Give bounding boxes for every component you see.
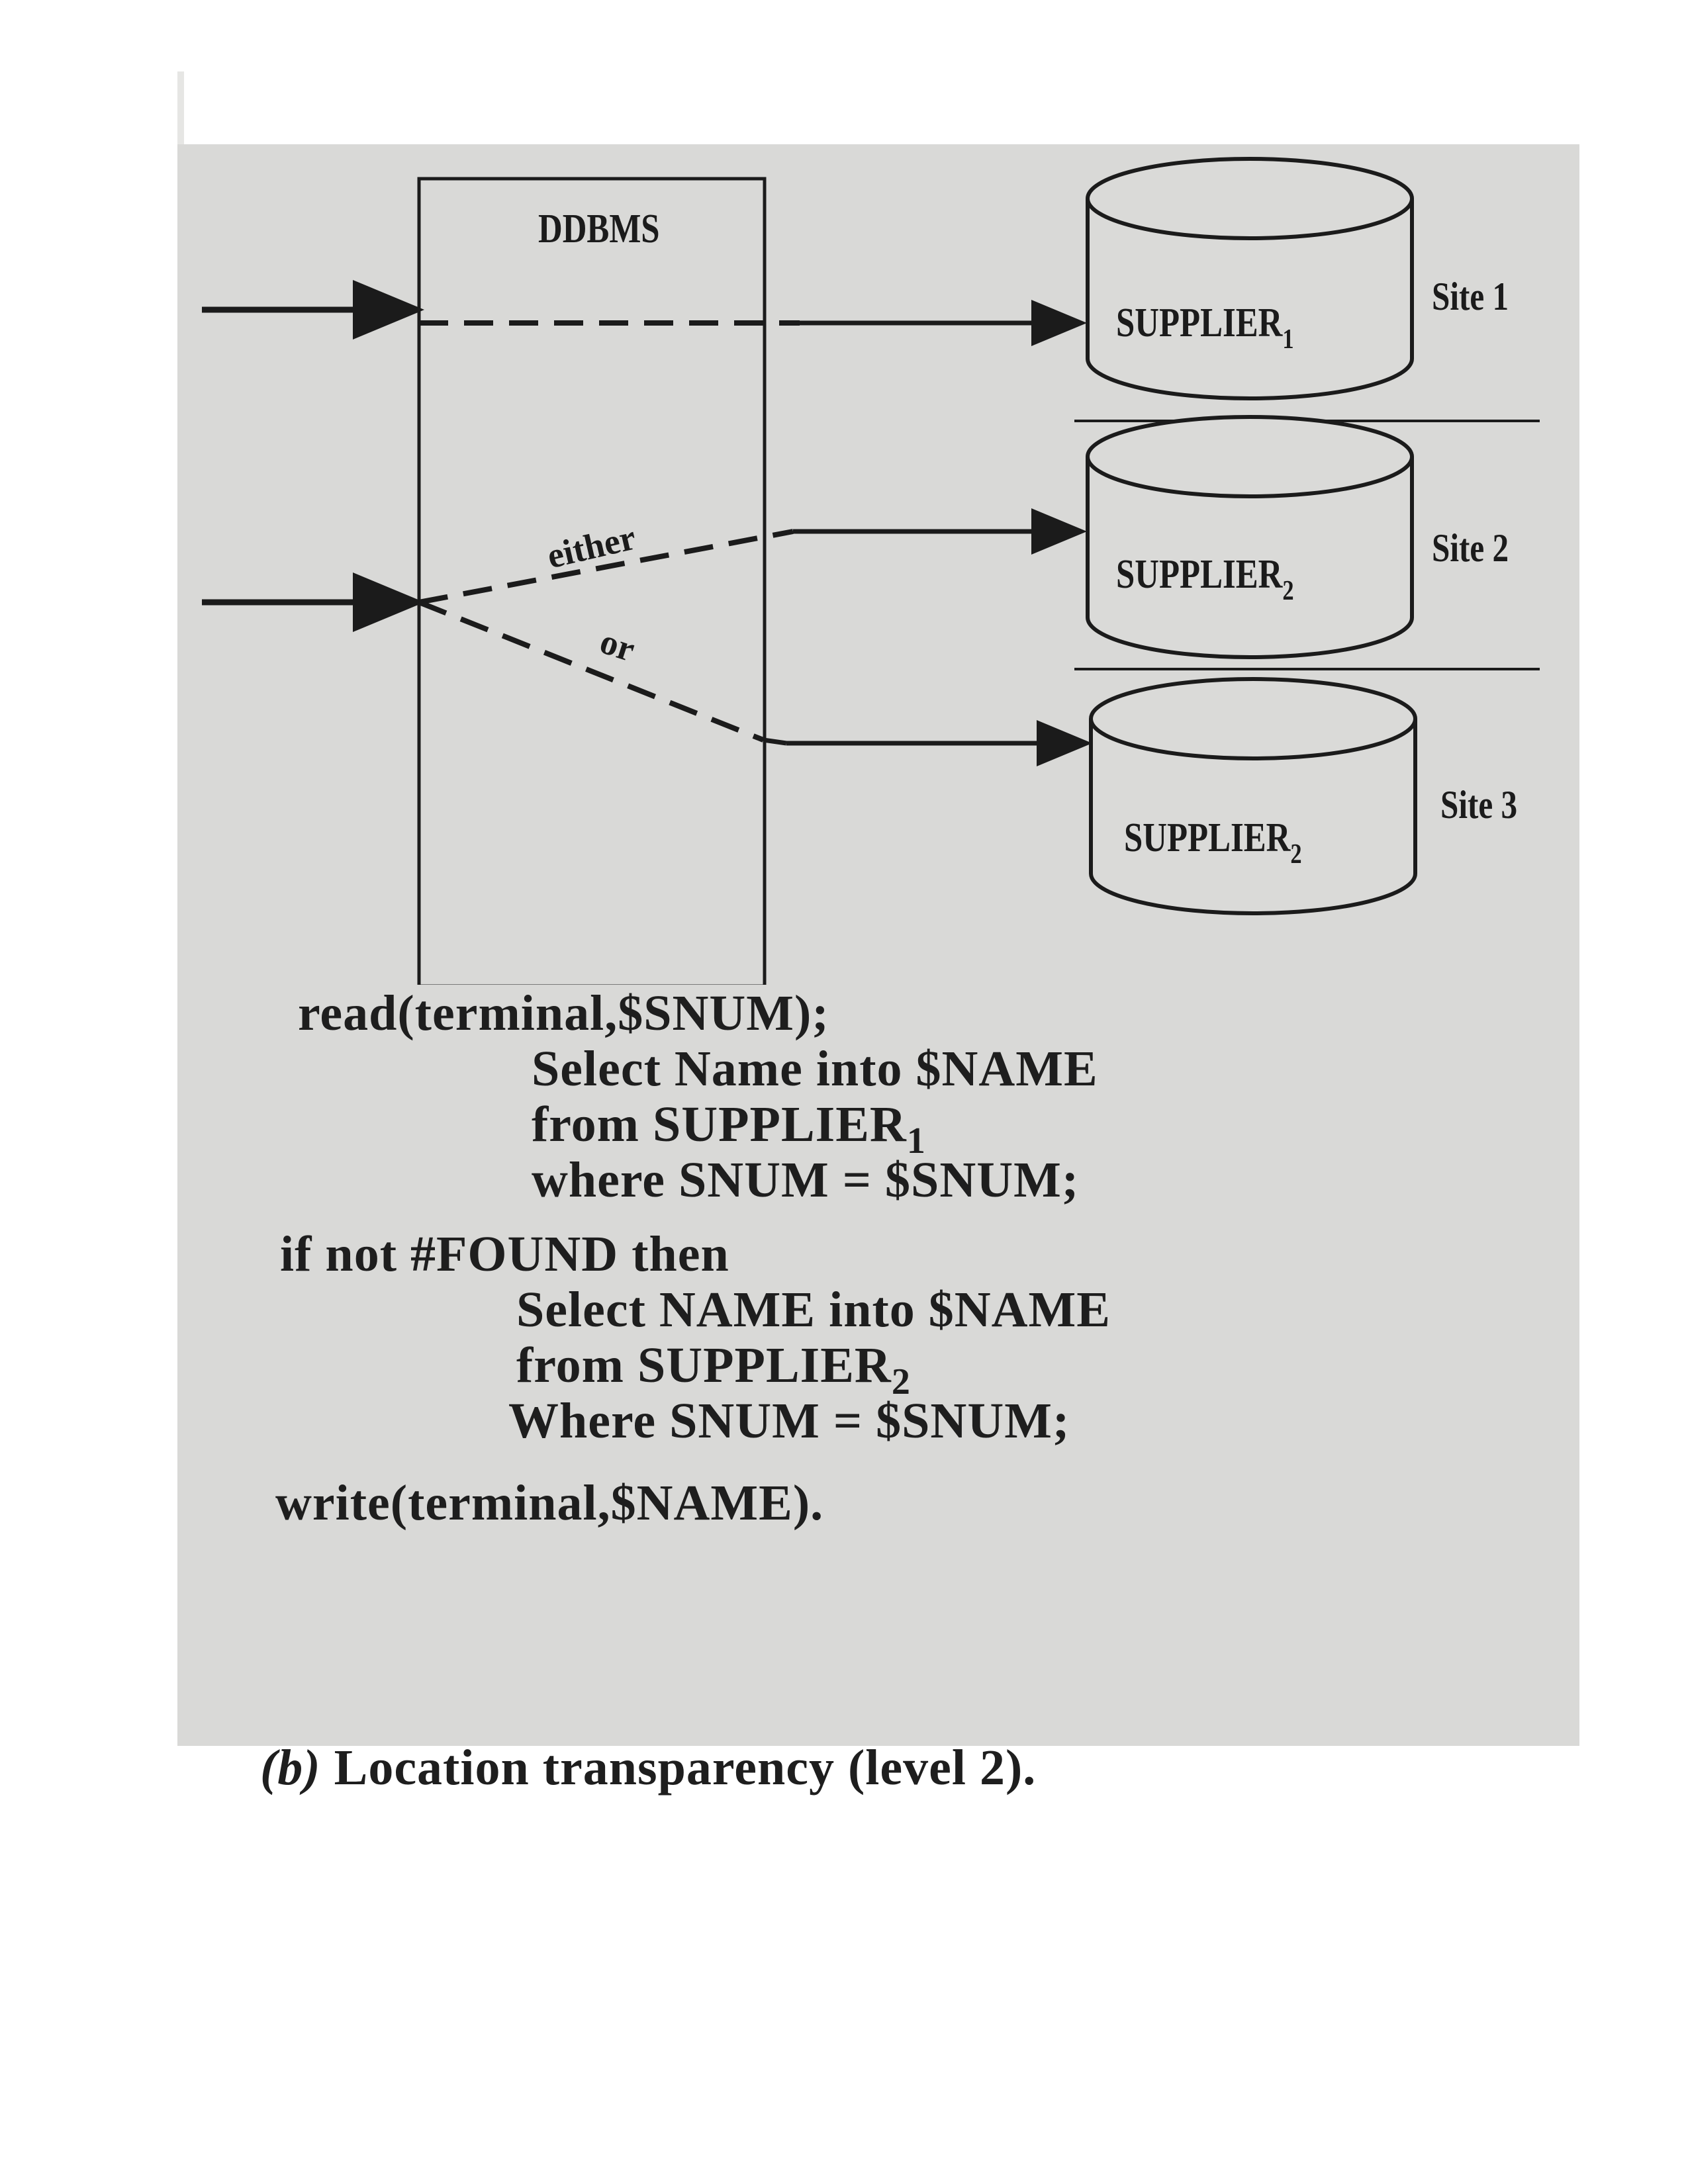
ddbms-diagram-svg: DDBMS either or SUPPLIER1 <box>202 157 1540 985</box>
database-name-1: SUPPLIER1 <box>1116 300 1294 355</box>
site-label-1: Site 1 <box>1432 274 1509 318</box>
either-label: either <box>543 518 639 576</box>
or-label: or <box>595 621 639 670</box>
database-name-3: SUPPLIER2 <box>1124 815 1302 870</box>
site-label-3: Site 3 <box>1440 782 1517 827</box>
code-line: from SUPPLIER1 <box>532 1097 926 1161</box>
database-cylinder-site-1: SUPPLIER1 <box>1086 157 1414 400</box>
code-line: Select Name into $NAME <box>532 1041 1098 1097</box>
code-line: from SUPPLIER2 <box>516 1338 911 1402</box>
database-cylinder-site-2: SUPPLIER2 <box>1086 415 1414 659</box>
ddbms-label: DDBMS <box>538 206 660 251</box>
scan-edge <box>177 71 184 144</box>
database-name-2: SUPPLIER2 <box>1116 551 1294 606</box>
caption-label: (b) <box>260 1740 321 1796</box>
figure-caption: (b) Location transparency (level 2). <box>260 1739 1036 1797</box>
code-line: read(terminal,$SNUM); <box>298 985 829 1041</box>
dashed-route-or <box>418 600 765 743</box>
ddbms-box <box>417 177 767 985</box>
scanned-page: DDBMS either or SUPPLIER1 <box>177 144 1579 1796</box>
caption-text: Location transparency (level 2). <box>334 1740 1037 1796</box>
site-label-2: Site 2 <box>1432 525 1509 570</box>
dashed-route-either <box>418 529 794 605</box>
database-cylinder-site-3: SUPPLIER2 <box>1089 677 1417 915</box>
route-line-or <box>763 737 787 746</box>
code-line: if not #FOUND then <box>280 1226 729 1282</box>
code-line: write(terminal,$NAME). <box>275 1475 824 1531</box>
code-line: Select NAME into $NAME <box>516 1282 1111 1338</box>
code-line: where SNUM = $SNUM; <box>532 1152 1080 1208</box>
ddbms-diagram: DDBMS either or SUPPLIER1 <box>177 144 1579 985</box>
code-line: Where SNUM = $SNUM; <box>508 1393 1070 1449</box>
code-listing: read(terminal,$SNUM); Select Name into $… <box>177 985 1579 1796</box>
